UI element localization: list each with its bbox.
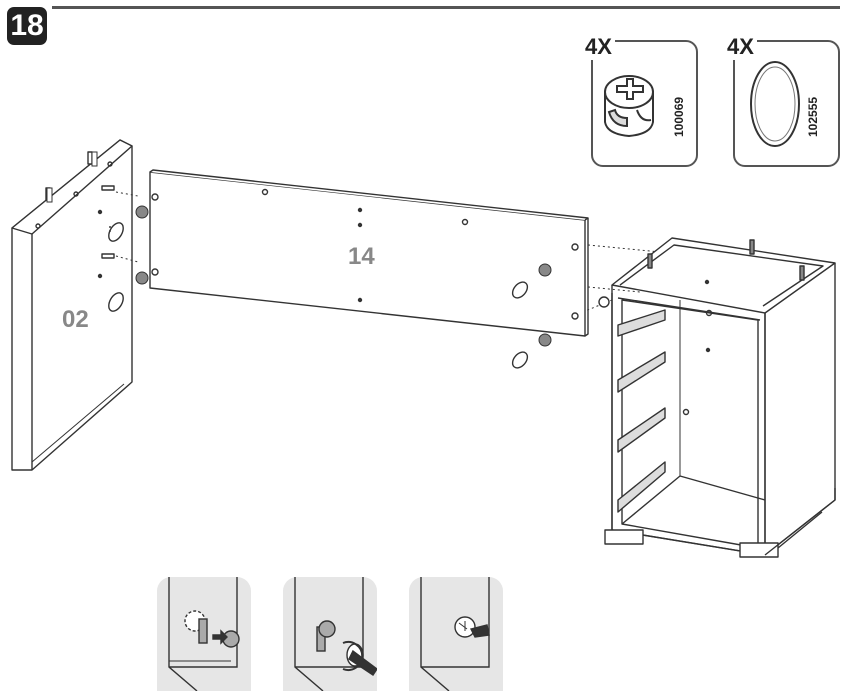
cam-lock-fitting-icon bbox=[604, 75, 654, 138]
header-rule bbox=[52, 6, 840, 9]
part-box-cam-lock bbox=[591, 40, 698, 167]
part-quantity-cam-lock: 4X bbox=[582, 34, 615, 60]
part-box-cover-cap bbox=[733, 40, 840, 167]
back-panel-14 bbox=[149, 169, 589, 337]
panel-label-02: 02 bbox=[62, 306, 89, 333]
cabinet-carcass bbox=[598, 237, 836, 558]
panel-label-14: 14 bbox=[348, 243, 375, 270]
step-number-badge: 18 bbox=[7, 7, 47, 45]
side-panel-02 bbox=[11, 139, 133, 471]
insert-cam-lock-icon bbox=[168, 577, 240, 692]
part-quantity-cover-cap: 4X bbox=[724, 34, 757, 60]
detail-tighten-cam-lock bbox=[283, 577, 378, 692]
attach-cover-cap-icon bbox=[420, 577, 490, 692]
tighten-cam-lock-icon bbox=[294, 577, 378, 692]
detail-attach-cover-cap bbox=[409, 577, 503, 692]
cover-cap-icon bbox=[750, 61, 800, 147]
detail-insert-cam-lock bbox=[157, 577, 251, 692]
